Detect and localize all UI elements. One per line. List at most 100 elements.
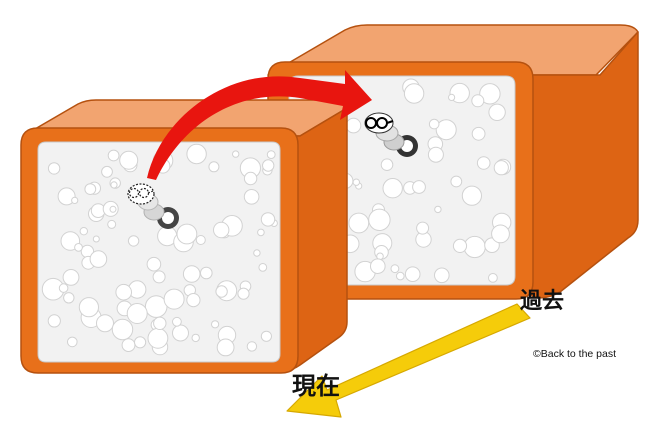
- bubble: [107, 219, 117, 229]
- bookworm-ghost-icon: [127, 183, 179, 229]
- bubble: [382, 178, 403, 199]
- bubble: [428, 118, 440, 130]
- bubble: [172, 324, 189, 342]
- bubble: [461, 185, 482, 206]
- bubble: [427, 146, 444, 163]
- bubble: [479, 83, 501, 105]
- bubble: [435, 119, 457, 141]
- label-present: 現在: [292, 372, 340, 400]
- bubble: [67, 336, 78, 348]
- bubble: [110, 181, 118, 189]
- past-block-right-face: [523, 31, 639, 299]
- bubble: [186, 293, 201, 308]
- bubble: [262, 159, 275, 172]
- bubble: [448, 93, 456, 102]
- present-block-bubbles: [41, 143, 278, 357]
- bubble: [463, 235, 486, 259]
- bubble: [211, 320, 220, 329]
- bubble: [488, 273, 498, 283]
- bubble: [89, 250, 108, 268]
- bubble: [246, 341, 258, 352]
- bubble: [476, 156, 491, 170]
- bubble: [471, 94, 485, 108]
- bubble: [380, 158, 394, 171]
- bubble: [71, 196, 79, 204]
- bubble: [493, 160, 509, 176]
- bubble: [237, 287, 250, 300]
- bubble: [450, 175, 463, 188]
- bubble: [127, 235, 140, 247]
- bubble: [390, 264, 400, 274]
- bubble: [78, 297, 100, 318]
- bubble: [348, 212, 370, 234]
- bubble: [147, 327, 169, 349]
- bubble: [182, 265, 201, 283]
- bubble: [208, 161, 220, 173]
- bubble: [368, 208, 391, 232]
- bubble: [404, 266, 421, 283]
- bubble: [195, 235, 206, 245]
- bubble: [370, 258, 386, 275]
- bubble: [488, 103, 506, 122]
- bubble: [434, 267, 450, 284]
- bubble: [63, 292, 75, 304]
- label-past: 過去: [520, 288, 564, 314]
- bookworm-icon: [364, 112, 418, 157]
- bubble: [260, 212, 276, 227]
- bubble: [101, 165, 113, 178]
- bubble: [352, 178, 360, 186]
- bubble: [243, 171, 258, 186]
- present-block: [20, 99, 348, 374]
- bubble: [471, 126, 486, 141]
- bubble: [403, 83, 425, 104]
- bubble: [172, 316, 182, 327]
- bubble: [152, 270, 166, 284]
- bubble: [257, 228, 265, 237]
- bubble: [96, 314, 114, 333]
- bubble: [146, 256, 162, 272]
- bubble: [491, 224, 510, 244]
- bubble: [121, 338, 136, 353]
- bubble: [186, 143, 207, 165]
- bubble: [191, 333, 200, 343]
- bubble: [243, 189, 260, 205]
- bubble: [200, 266, 213, 280]
- bubble: [216, 338, 235, 357]
- bubble: [109, 205, 117, 213]
- bubble: [115, 283, 132, 301]
- credit-text: ©Back to the past: [533, 348, 616, 360]
- bubble: [107, 149, 120, 162]
- bubble: [163, 288, 185, 310]
- bubble: [213, 221, 230, 239]
- bubble: [47, 162, 61, 175]
- bubble: [434, 205, 442, 214]
- bubble: [253, 249, 261, 257]
- bubble: [58, 283, 69, 293]
- bubble: [119, 150, 139, 170]
- bubble: [452, 238, 468, 253]
- bubble: [47, 314, 61, 328]
- timeline-arrow: [286, 303, 531, 418]
- bubble: [258, 263, 268, 272]
- bubble: [57, 187, 76, 206]
- bubble: [126, 303, 148, 324]
- bubble: [134, 336, 147, 349]
- bubble: [62, 269, 80, 286]
- bubble: [84, 183, 97, 196]
- bubble: [266, 150, 276, 160]
- bubble: [92, 235, 100, 243]
- bubble: [74, 243, 83, 252]
- bubble: [345, 117, 362, 134]
- bubble: [79, 227, 89, 236]
- bubble: [111, 318, 134, 341]
- bubble: [396, 271, 405, 281]
- time-jump-arrow: [147, 70, 372, 180]
- bubble: [153, 316, 167, 330]
- bubble: [260, 330, 272, 342]
- bubble: [412, 180, 426, 194]
- bubble: [416, 221, 430, 235]
- bubble: [176, 223, 198, 245]
- bubble: [215, 285, 228, 298]
- bubble: [232, 150, 240, 158]
